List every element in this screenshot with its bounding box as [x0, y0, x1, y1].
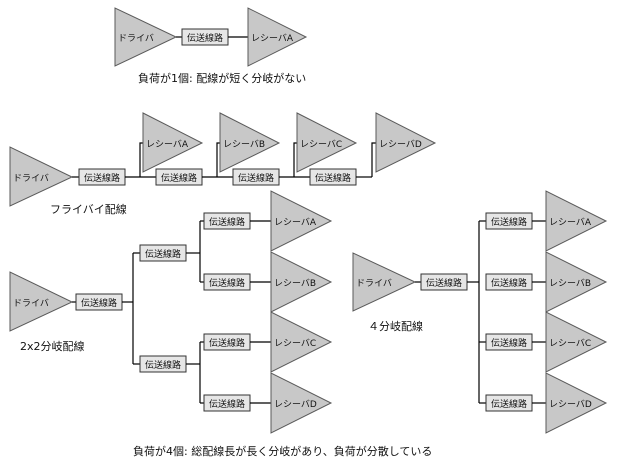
receiver-b-label: レシーバB	[223, 139, 265, 150]
receiver-d-triangle	[270, 372, 333, 434]
receiver-b-triangle	[219, 112, 281, 173]
flyby-topology: ドライバ 伝送線路 伝送線路 伝送線路 伝送線路 レシーバA レシーバB レシー…	[9, 112, 437, 216]
receiver-a-label: レシーバA	[146, 139, 189, 150]
transmission-line-label: 伝送線路	[238, 172, 274, 184]
receiver-c-label: レシーバC	[300, 139, 342, 150]
receiver-d-triangle	[545, 372, 608, 434]
transmission-line-label: 伝送線路	[145, 248, 181, 260]
receiver-b-label: レシーバB	[549, 278, 591, 289]
transmission-line-label: 伝送線路	[161, 172, 197, 184]
transmission-line-label: 伝送線路	[145, 359, 181, 371]
receiver-c-triangle	[296, 112, 358, 173]
receiver-b-triangle	[545, 251, 608, 313]
receiver-c-triangle	[270, 311, 333, 373]
driver-triangle	[9, 146, 74, 207]
receiver-d-label: レシーバD	[274, 399, 317, 410]
star-4-caption: ４分岐配線	[368, 319, 423, 333]
single-load-caption: 負荷が1個: 配線が短く分岐がない	[138, 71, 306, 85]
driver-triangle	[114, 7, 178, 67]
receiver-c-label: レシーバC	[549, 338, 591, 349]
single-load-topology: ドライバ 伝送線路 レシーバA 負荷が1個: 配線が短く分岐がない	[114, 7, 308, 85]
transmission-line-label: 伝送線路	[491, 216, 527, 228]
multi-load-caption: 負荷が4個: 総配線長が長く分岐があり、負荷が分散している	[133, 444, 432, 458]
transmission-line-label: 伝送線路	[81, 297, 117, 309]
receiver-c-triangle	[545, 311, 608, 373]
driver-label: ドライバ	[118, 33, 154, 44]
receiver-a-triangle	[270, 190, 333, 252]
receiver-c-label: レシーバC	[274, 338, 316, 349]
driver-label: ドライバ	[356, 278, 392, 289]
transmission-line-label: 伝送線路	[491, 277, 527, 289]
receiver-d-triangle	[375, 112, 437, 173]
receiver-a-triangle	[142, 112, 204, 173]
transmission-line-label: 伝送線路	[187, 32, 223, 44]
receiver-d-label: レシーバD	[549, 399, 592, 410]
receiver-a-triangle	[247, 7, 308, 67]
receiver-a-triangle	[545, 190, 608, 252]
receiver-b-triangle	[270, 251, 333, 313]
receiver-a-label: レシーバA	[274, 217, 317, 228]
wire	[216, 142, 220, 177]
wire	[139, 142, 143, 177]
transmission-line-label: 伝送線路	[491, 337, 527, 349]
transmission-line-label: 伝送線路	[84, 172, 120, 184]
wire	[371, 142, 376, 177]
wire	[293, 142, 297, 177]
tree-2x2-topology: ドライバ 伝送線路 伝送線路 伝送線路 伝送線路 伝送線路 伝送線路 伝送線路	[9, 190, 333, 434]
transmission-line-label: 伝送線路	[209, 398, 245, 410]
transmission-line-label: 伝送線路	[209, 216, 245, 228]
receiver-a-label: レシーバA	[549, 217, 592, 228]
driver-label: ドライバ	[13, 173, 49, 184]
tree-2x2-caption: 2x2分岐配線	[20, 339, 85, 353]
receiver-a-label: レシーバA	[251, 33, 294, 44]
driver-label: ドライバ	[13, 298, 49, 309]
receiver-d-label: レシーバD	[379, 139, 422, 150]
driver-triangle	[352, 252, 417, 312]
star-4-topology: ドライバ 伝送線路 伝送線路 伝送線路 伝送線路 伝送線路 レシーバA レシーバ…	[352, 190, 608, 434]
transmission-line-label: 伝送線路	[426, 277, 462, 289]
driver-triangle	[9, 271, 74, 332]
transmission-line-label: 伝送線路	[315, 172, 351, 184]
transmission-line-label: 伝送線路	[209, 277, 245, 289]
transmission-line-label: 伝送線路	[209, 337, 245, 349]
flyby-caption: フライバイ配線	[50, 202, 127, 216]
receiver-b-label: レシーバB	[274, 278, 316, 289]
transmission-line-label: 伝送線路	[491, 398, 527, 410]
